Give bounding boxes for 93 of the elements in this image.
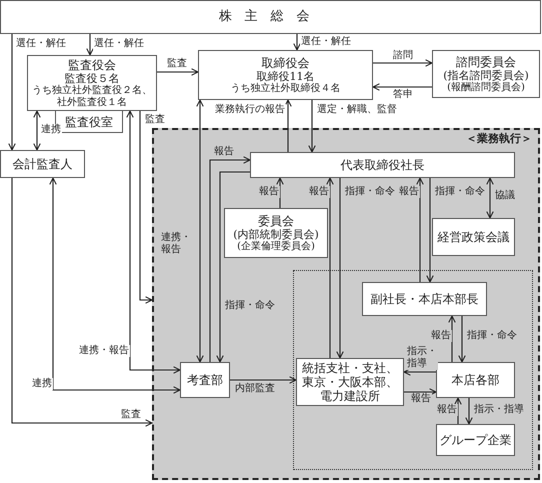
box-title: 会計監査人 <box>12 157 72 171</box>
arrow <box>336 178 344 359</box>
box-text: (指名諮問委員会) <box>443 68 529 82</box>
arrow <box>8 34 16 151</box>
edge-label: 選定・解職、監督 <box>316 104 398 116</box>
edge-label: 報告 <box>213 146 235 158</box>
arrow <box>230 376 297 384</box>
arrow <box>276 177 284 208</box>
edge-label: 指示・指導 <box>406 346 438 370</box>
box-title: 統括支社・支社、東京・大阪本部、電力建設所 <box>301 361 399 403</box>
box-title: 代表取締役社長 <box>340 158 424 172</box>
arrow <box>448 315 456 362</box>
box-text: うち独立社外監査役２名、社外監査役１名 <box>31 84 153 108</box>
edge-label: 監査 <box>166 58 188 70</box>
edge-label: 答申 <box>392 89 414 101</box>
edge-label: 報告 <box>308 186 330 198</box>
board-box <box>198 50 373 100</box>
arrow <box>426 178 434 283</box>
edge-label: 選任・解任 <box>93 38 145 50</box>
auditor-box <box>0 150 85 178</box>
box-text: (内部統制委員会) <box>233 228 319 240</box>
box-title: 考査部 <box>187 373 223 387</box>
arrow <box>33 110 41 151</box>
arrow <box>372 83 432 91</box>
arrow <box>196 99 204 363</box>
department-box <box>436 362 515 398</box>
edge-label: 指揮・命令 <box>434 186 486 198</box>
arrow <box>404 388 437 396</box>
arrow <box>486 177 494 219</box>
box-text: うち独立社外取締役４名 <box>230 82 340 94</box>
committee-box <box>224 208 328 258</box>
edge-label: 業務執行の報告 <box>214 104 286 116</box>
committee-box <box>432 50 540 98</box>
edge-label: 報告 <box>398 186 420 198</box>
box-text: (報酬諮問委員会) <box>447 82 525 94</box>
box-title: グループ企業 <box>440 433 512 447</box>
box-title: 株主総会 <box>218 10 322 24</box>
edge-label: 指示・指導 <box>473 404 525 416</box>
arrow <box>126 110 181 374</box>
edge-label: 指揮・命令 <box>466 330 518 342</box>
arrow <box>49 177 181 394</box>
arrow <box>11 178 153 427</box>
edge-label: 連携 <box>40 124 62 136</box>
executive-box <box>362 282 487 316</box>
edge-label: 連携・報告 <box>78 345 130 357</box>
arrow <box>308 100 316 153</box>
box-title: 副社長・本店本部長 <box>370 292 478 306</box>
arrow <box>293 34 301 51</box>
box-text: 取締役11名 <box>256 70 314 82</box>
box-title: 監査役室 <box>65 114 113 128</box>
arrow <box>157 68 199 76</box>
edge-label: 協議 <box>494 190 516 202</box>
edge-label: 指揮・命令 <box>224 300 276 312</box>
box-title: 監査役会 <box>68 58 116 72</box>
board-box <box>27 55 157 111</box>
arrow <box>458 316 466 363</box>
edge-label: 内部監査 <box>234 383 276 395</box>
box-title: 諮問委員会 <box>456 54 516 68</box>
box-title: 委員会 <box>258 214 294 228</box>
region-panel <box>152 128 540 480</box>
group-box <box>436 424 515 456</box>
edge-label: 選任・解任 <box>300 36 352 48</box>
edge-label: 報告 <box>436 404 458 416</box>
edge-label: 報告 <box>258 186 280 198</box>
edge-label: 連携 <box>31 378 53 390</box>
arrow <box>216 171 250 363</box>
box-title: 取締役会 <box>262 56 310 70</box>
arrow <box>284 99 292 152</box>
arrow <box>454 397 462 424</box>
arrow <box>465 398 473 425</box>
arrow <box>326 177 334 358</box>
council-box <box>432 218 515 256</box>
edge-label: 選任・解任 <box>15 38 67 50</box>
region-heading: ＜業務執行＞ <box>466 132 532 145</box>
box-text: 監査役５名 <box>64 72 120 84</box>
department-box <box>180 362 230 398</box>
arrow <box>139 111 153 304</box>
president-box <box>250 152 515 178</box>
box-text: (企業倫理委員会) <box>237 240 315 252</box>
edge-label: 報告 <box>410 393 432 405</box>
arrow <box>86 34 94 56</box>
assembly-box <box>0 0 541 34</box>
edge-label: 諮問 <box>392 50 414 62</box>
arrow <box>373 59 433 67</box>
edge-label: 報告 <box>430 330 452 342</box>
arrow <box>416 177 424 282</box>
box-title: 本店各部 <box>452 373 500 387</box>
arrow <box>403 368 436 376</box>
edge-label: 指揮・命令 <box>344 186 396 198</box>
edge-label: 監査 <box>144 114 166 126</box>
edge-label: 監査 <box>120 409 142 421</box>
arrow <box>209 156 251 362</box>
box-title: 経営政策会議 <box>438 230 510 244</box>
